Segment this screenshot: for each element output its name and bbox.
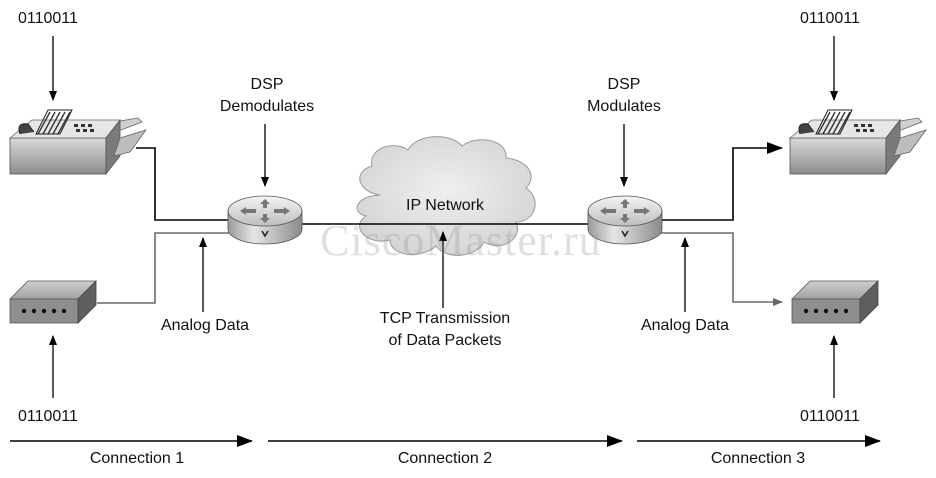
dsp-action-label-right: Modulates (587, 98, 661, 115)
dsp-label-right: DSP (607, 76, 641, 93)
analog-data-label-right: Analog Data (640, 317, 730, 334)
analog-data-label-left: Analog Data (160, 317, 250, 334)
bits-label-bottom-left: 0110011 (18, 408, 78, 425)
connection-2-label: Connection 2 (397, 450, 493, 467)
ip-network-cloud-icon (356, 136, 536, 256)
tcp-transmission-label-line1: TCP Transmission (379, 310, 511, 327)
connection-3-label: Connection 3 (710, 450, 806, 467)
connection-1-label: Connection 1 (89, 450, 185, 467)
fax-signal-path (136, 142, 783, 225)
router-icon-left (227, 195, 303, 245)
ip-network-label: IP Network (406, 197, 484, 214)
dsp-action-label-left: Demodulates (219, 98, 315, 115)
watermark: CiscoMaster.ru (320, 216, 602, 265)
bits-label-top-right: 0110011 (800, 10, 860, 27)
fax-machine-icon-right (789, 109, 927, 175)
modem-signal-path (97, 232, 783, 306)
modem-icon-left (9, 280, 97, 324)
bits-label-top-left: 0110011 (18, 10, 78, 27)
bits-label-bottom-right: 0110011 (800, 408, 860, 425)
tcp-transmission-label-line2: of Data Packets (388, 332, 502, 349)
modem-icon-right (791, 280, 879, 324)
fax-machine-icon-left (9, 109, 147, 175)
dsp-label-left: DSP (250, 76, 284, 93)
